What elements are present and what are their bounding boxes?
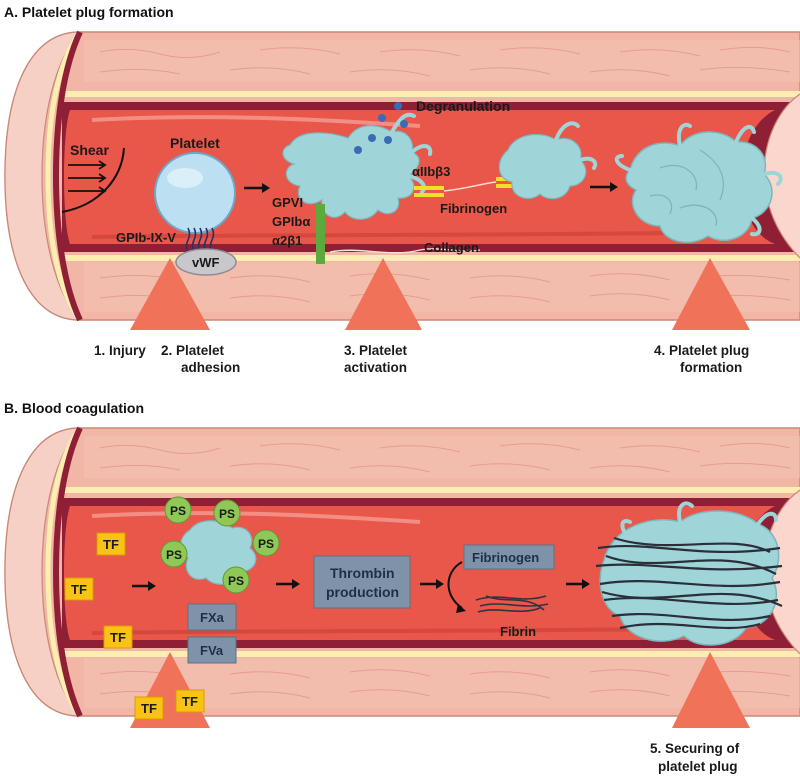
tf-box: TF [96,532,126,556]
shear-arrows-icon [61,147,125,213]
step-securing-2: platelet plug [658,759,738,774]
granule [368,134,376,142]
step-adhesion-1: 2. Platelet [161,343,225,358]
panel-a-title: A. Platelet plug formation [4,4,174,20]
svg-text:TF: TF [103,537,119,552]
step-activation-2: activation [344,360,407,375]
ps-circle: PS [164,496,192,524]
step-injury: 1. Injury [94,343,146,358]
degranulation-label: Degranulation [416,98,510,114]
ps-circle: PS [213,499,241,527]
collagen-label: Collagen [424,240,479,255]
svg-text:Fibrinogen: Fibrinogen [472,550,539,565]
svg-text:Thrombin: Thrombin [330,565,395,581]
conversion-arrow-icon [447,561,463,609]
tf-box: TF [134,696,164,720]
step-plug-2: formation [680,360,742,375]
step-activation-1: 3. Platelet [344,343,408,358]
gpvi-label: GPVI [272,195,303,210]
svg-text:PS: PS [219,507,235,521]
platelet-plug-aggregate [614,122,783,244]
granule [354,146,362,154]
svg-text:FVa: FVa [200,643,224,658]
svg-text:production: production [326,584,399,600]
shear-label: Shear [70,142,109,158]
svg-text:PS: PS [228,574,244,588]
fva-box: FVa [187,636,237,664]
granule [394,102,402,110]
tf-box: TF [64,577,94,601]
ps-circle: PS [222,566,250,594]
ps-circle: PS [252,529,280,557]
svg-text:PS: PS [170,504,186,518]
svg-text:PS: PS [258,537,274,551]
vwf-label: vWF [192,255,220,270]
thrombin-box: Thrombin production [313,555,411,609]
tf-box: TF [175,689,205,713]
svg-text:TF: TF [182,694,198,709]
platelet-label: Platelet [170,135,220,151]
fibrinogen-box: Fibrinogen [463,544,555,570]
svg-text:TF: TF [110,630,126,645]
fibrin-label: Fibrin [500,624,536,639]
svg-text:PS: PS [166,548,182,562]
gpiba-label: GPIbα [272,214,310,229]
injury-site-1 [130,258,210,330]
activated-platelet [282,125,420,220]
fibrin-strands-icon [475,595,549,613]
injury-site-b2 [672,652,750,728]
step-securing-1: 5. Securing of [650,741,740,756]
svg-text:TF: TF [71,582,87,597]
aiib3-label: αIIbβ3 [412,164,450,179]
step-plug-1: 4. Platelet plug [654,343,749,358]
vwf-ellipse [175,248,237,276]
panel-a: A. Platelet plug formation Shear Platele… [4,4,800,375]
fibrinogen-label-a: Fibrinogen [440,201,507,216]
injury-site-3 [672,258,750,330]
granule [384,136,392,144]
collagen-receptor-bar [316,204,325,264]
svg-text:TF: TF [141,701,157,716]
panel-b-title: B. Blood coagulation [4,400,144,416]
collagen-fibres [329,248,481,254]
a2b1-label: α2β1 [272,233,302,248]
fxa-box: FXa [187,603,237,631]
svg-text:FXa: FXa [200,610,225,625]
secured-plug [595,501,783,646]
granule [378,114,386,122]
tf-box: TF [103,625,133,649]
gpib-ix-v-label: GPIb-IX-V [116,230,176,245]
platelet-sphere [154,152,236,234]
granule [400,120,408,128]
ps-circle: PS [160,540,188,568]
step-adhesion-2: adhesion [181,360,240,375]
injury-site-2 [345,258,422,330]
panel-b: B. Blood coagulation TF TF TF TF TF [4,400,800,774]
